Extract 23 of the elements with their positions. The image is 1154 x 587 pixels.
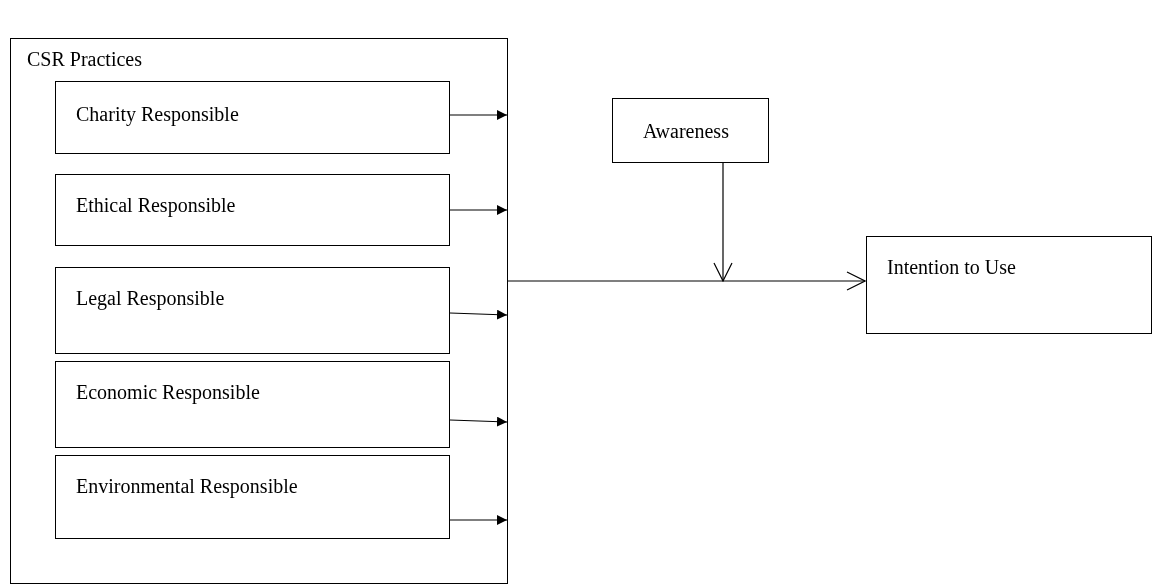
group-title: CSR Practices — [27, 47, 142, 71]
process-box — [55, 81, 450, 154]
arrow — [449, 205, 508, 215]
arrow — [449, 515, 508, 525]
box-label: Legal Responsible — [76, 286, 225, 310]
box-label: Economic Responsible — [76, 380, 260, 404]
arrow — [449, 110, 508, 120]
arrow — [449, 416, 508, 427]
process-box — [55, 361, 450, 448]
group-box — [10, 38, 508, 584]
arrow — [713, 162, 733, 282]
box-label: Intention to Use — [887, 255, 1016, 279]
box-label: Charity Responsible — [76, 102, 239, 126]
process-box — [55, 267, 450, 354]
box-label: Environmental Responsible — [76, 474, 298, 498]
process-box — [866, 236, 1152, 334]
process-box — [55, 174, 450, 246]
process-box — [612, 98, 769, 163]
arrow — [449, 309, 508, 320]
box-label: Awareness — [643, 119, 729, 143]
arrow — [507, 271, 866, 291]
box-label: Ethical Responsible — [76, 193, 236, 217]
process-box — [55, 455, 450, 539]
